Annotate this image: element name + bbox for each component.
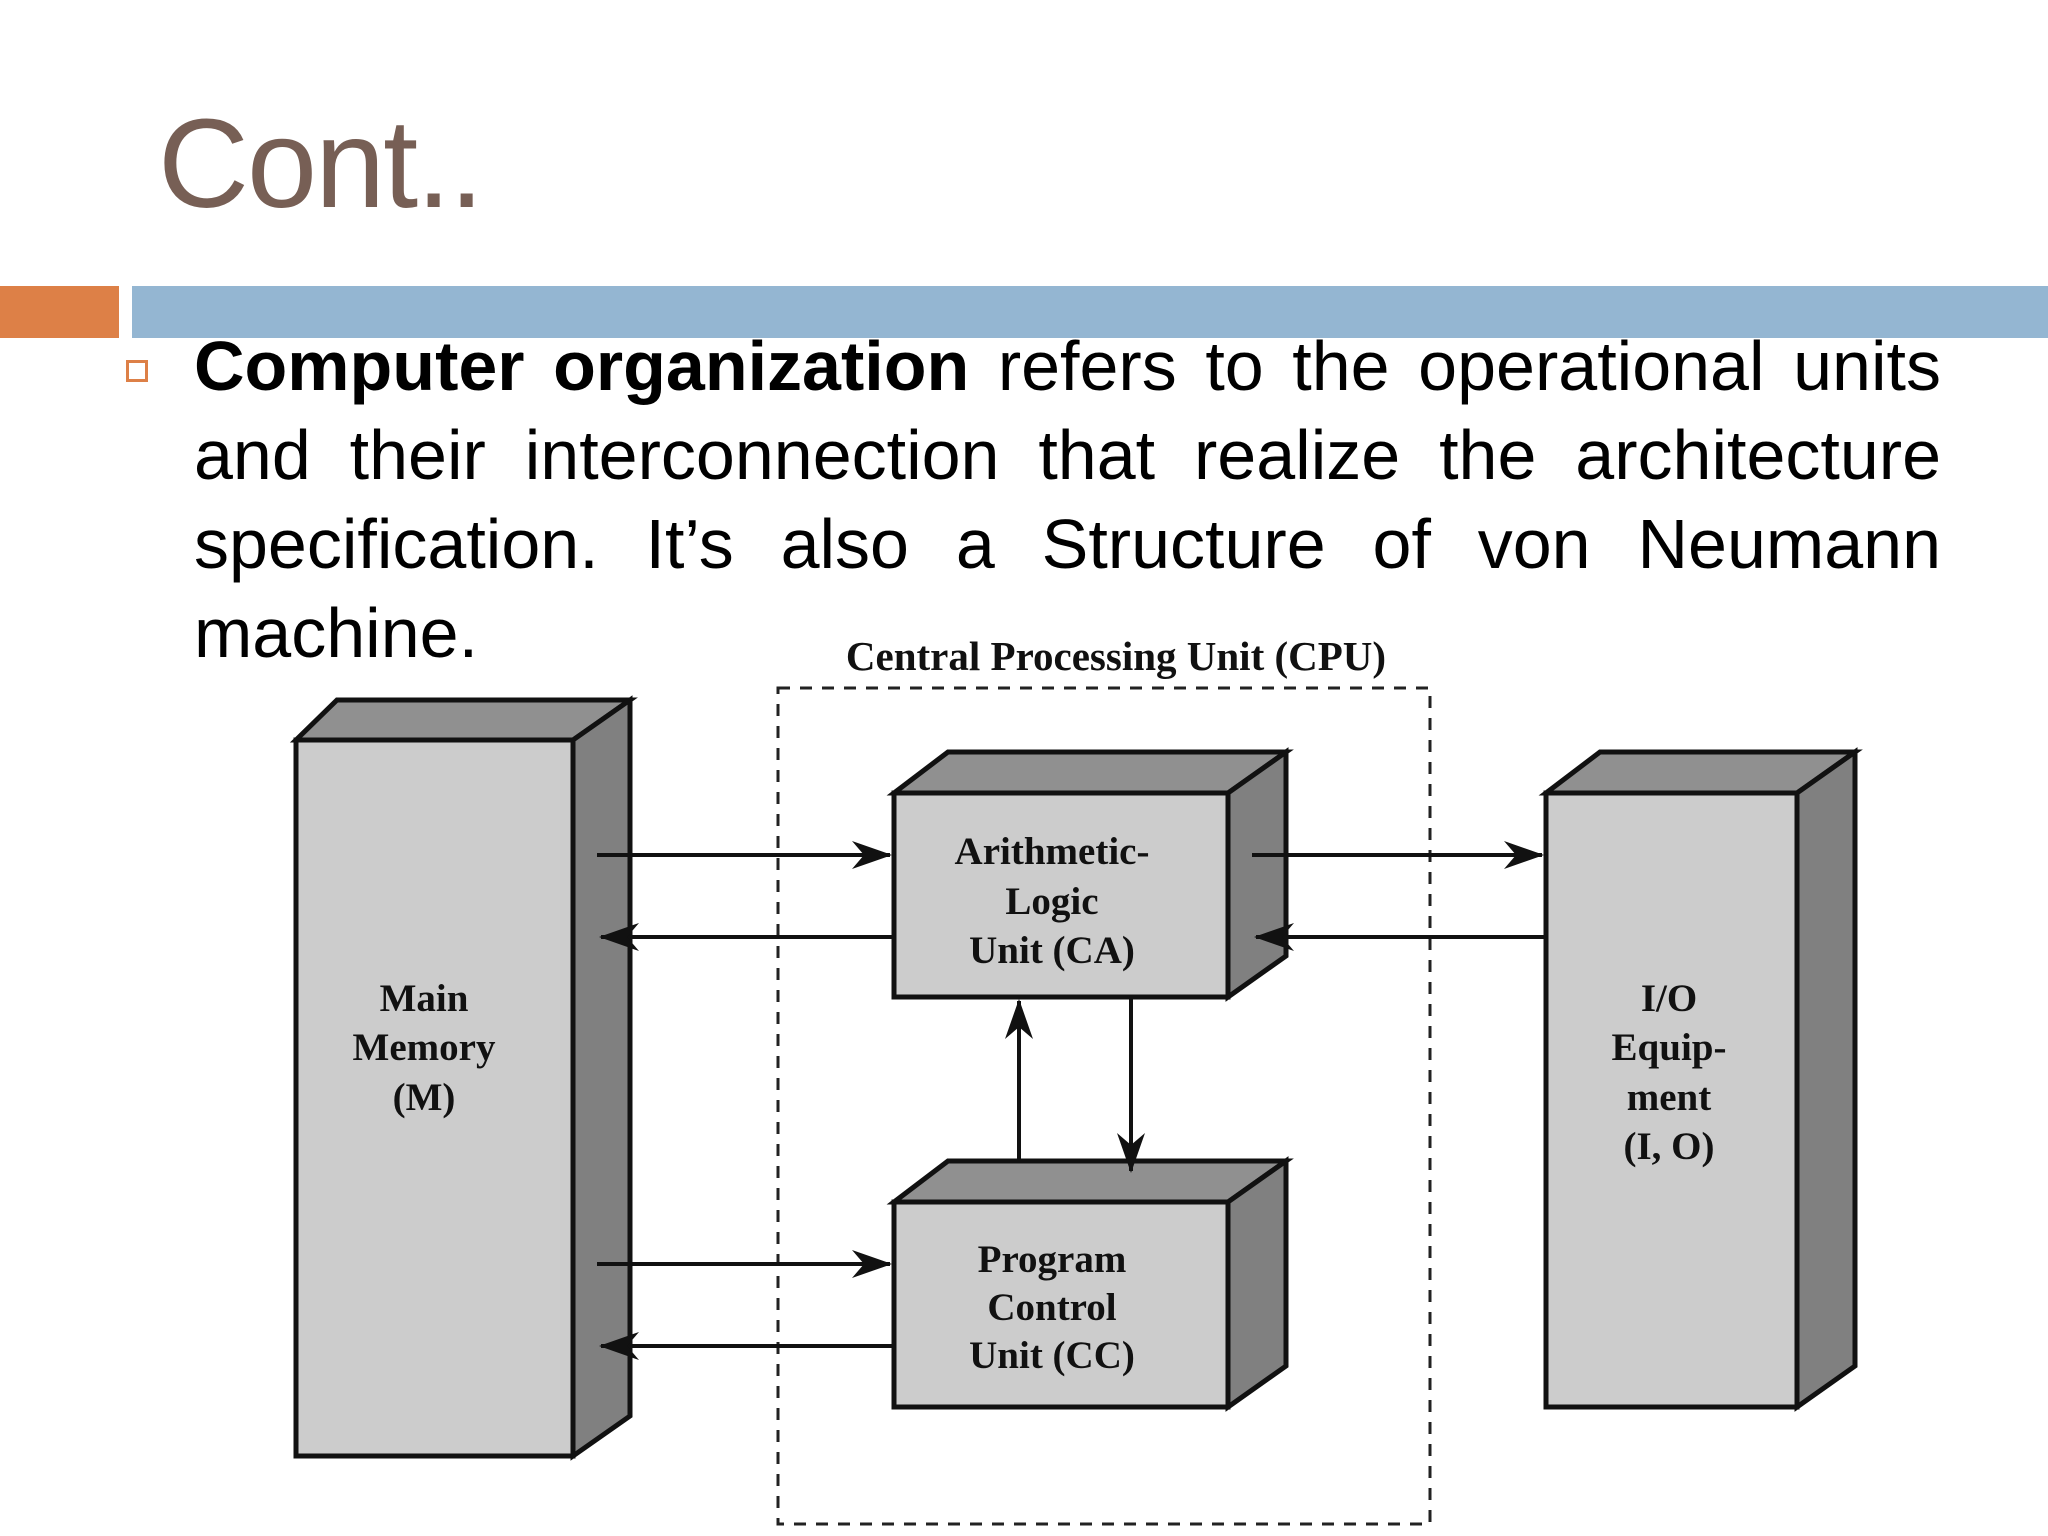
main-memory-label-3: (M) [393, 1076, 456, 1119]
io-label-2: Equip- [1612, 1026, 1727, 1069]
alu-face [891, 790, 1231, 1000]
bullet-square-icon [126, 360, 148, 382]
alu-label-2: Logic [1005, 880, 1098, 923]
io-face [1543, 790, 1800, 1410]
pcu-top [886, 1158, 1294, 1205]
io-side [1794, 747, 1858, 1412]
main-memory-block: Main Memory (M) [289, 695, 638, 1461]
io-block: I/O Equip- ment (I, O) [1538, 747, 1863, 1412]
bullet-block: Computer organization refers to the oper… [126, 322, 1941, 660]
alu-top [886, 749, 1294, 796]
io-label-3: ment [1627, 1076, 1711, 1119]
io-label-4: (I, O) [1624, 1125, 1715, 1168]
accent-bar-blue [132, 286, 2048, 338]
pcu-block: Program Control Unit (CC) [886, 1156, 1294, 1412]
pcu-label-2: Control [987, 1286, 1116, 1329]
main-memory-side [570, 695, 633, 1461]
connections [597, 841, 1546, 1360]
pcu-label-1: Program [978, 1238, 1127, 1281]
main-memory-label-1: Main [380, 977, 469, 1020]
pcu-label-3: Unit (CC) [969, 1334, 1135, 1377]
pcu-side [1225, 1156, 1289, 1412]
accent-bar-orange [0, 286, 119, 338]
bullet-body: refers to the operational units and thei… [194, 327, 1941, 660]
alu-label-1: Arithmetic- [955, 830, 1150, 873]
alu-label-3: Unit (CA) [969, 929, 1135, 972]
cpu-boundary [776, 686, 1432, 1526]
pcu-face [891, 1199, 1231, 1410]
bullet-bold-lead: Computer organization [194, 327, 970, 405]
alu-side [1225, 747, 1289, 1002]
slide-title: Cont.. [158, 93, 484, 234]
alu-block: Arithmetic- Logic Unit (CA) [886, 747, 1294, 1002]
io-label-1: I/O [1641, 977, 1697, 1020]
main-memory-face [293, 737, 576, 1459]
main-memory-label-2: Memory [353, 1026, 496, 1069]
cpu-label: Central Processing Unit (CPU) [846, 633, 1386, 679]
bullet-text: Computer organization refers to the oper… [194, 322, 1941, 660]
